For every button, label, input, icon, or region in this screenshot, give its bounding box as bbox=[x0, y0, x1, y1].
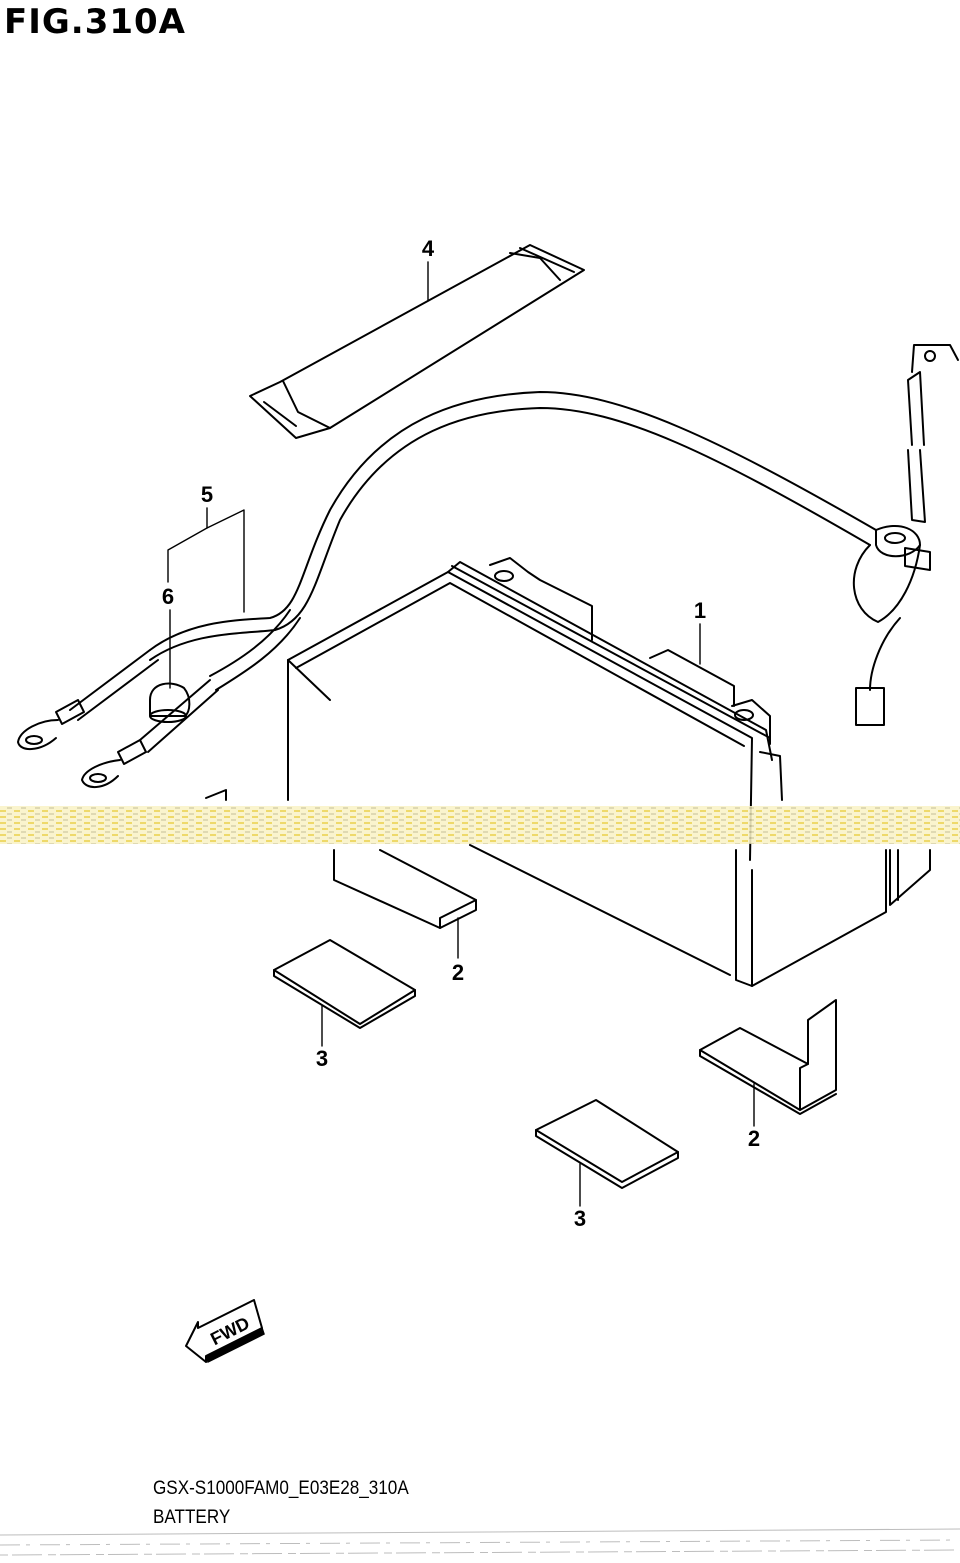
callout-3-upper: 3 bbox=[316, 1046, 328, 1071]
spacer-pad-upper bbox=[273, 939, 416, 1029]
callout-4: 4 bbox=[422, 236, 435, 261]
callout-leaders bbox=[167, 261, 755, 1207]
callout-1: 1 bbox=[694, 598, 706, 623]
scan-band bbox=[0, 806, 960, 844]
battery-strap bbox=[249, 244, 585, 439]
terminal-cover bbox=[149, 682, 191, 723]
ring-terminal-right bbox=[81, 739, 147, 788]
callout-2-upper: 2 bbox=[452, 960, 464, 985]
fwd-arrow: FWD bbox=[185, 1299, 265, 1364]
ring-terminal-left bbox=[17, 699, 85, 750]
callout-2-lower: 2 bbox=[748, 1126, 760, 1151]
model-code: GSX-S1000FAM0_E03E28_310A bbox=[153, 1478, 409, 1499]
callout-6: 6 bbox=[162, 584, 174, 609]
callout-5: 5 bbox=[201, 482, 213, 507]
spacer-pad-lower bbox=[535, 1099, 679, 1189]
figure-caption: BATTERY bbox=[153, 1507, 231, 1528]
callout-3-lower: 3 bbox=[574, 1206, 586, 1231]
bottom-scan-noise bbox=[0, 1528, 960, 1556]
figure-title: FIG.310A bbox=[4, 2, 186, 42]
battery-pad-lower-right bbox=[699, 999, 837, 1115]
battery-cable-harness bbox=[69, 344, 959, 753]
battery bbox=[287, 557, 931, 987]
